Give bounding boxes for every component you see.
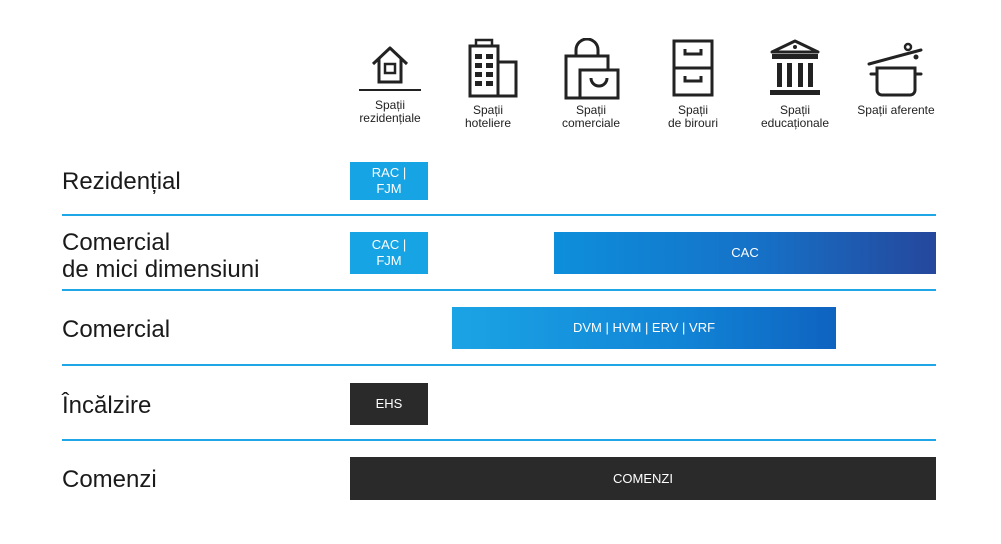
row-separator [62, 214, 936, 216]
row-label-controls: Comenzi [62, 466, 157, 493]
row-separator [62, 364, 936, 366]
product-bar-cac: CAC [554, 232, 936, 274]
product-box-cac-fjm: CAC |FJM [350, 232, 428, 274]
column-ancillary: Spații aferente [846, 38, 946, 117]
product-bar-comenzi: COMENZI [350, 457, 936, 500]
column-underline [359, 89, 421, 91]
row-label-heating: Încălzire [62, 392, 152, 419]
cooking-pot-icon [867, 42, 923, 97]
shopping-bag-icon [564, 38, 620, 100]
product-box-ehs: EHS [350, 383, 428, 425]
row-label-residential: Rezidențial [62, 168, 181, 195]
school-building-icon [770, 39, 820, 95]
column-label: Spații aferente [857, 103, 935, 117]
product-bar-dvm-hvm-erv-vrf: DVM | HVM | ERV | VRF [452, 307, 836, 349]
hotel-icon [468, 38, 518, 98]
product-box-rac-fjm: RAC |FJM [350, 162, 428, 200]
house-icon [371, 46, 409, 84]
filing-cabinet-icon [672, 39, 714, 97]
row-separator [62, 289, 936, 291]
row-separator [62, 439, 936, 441]
row-label-commercial: Comercial [62, 316, 171, 343]
